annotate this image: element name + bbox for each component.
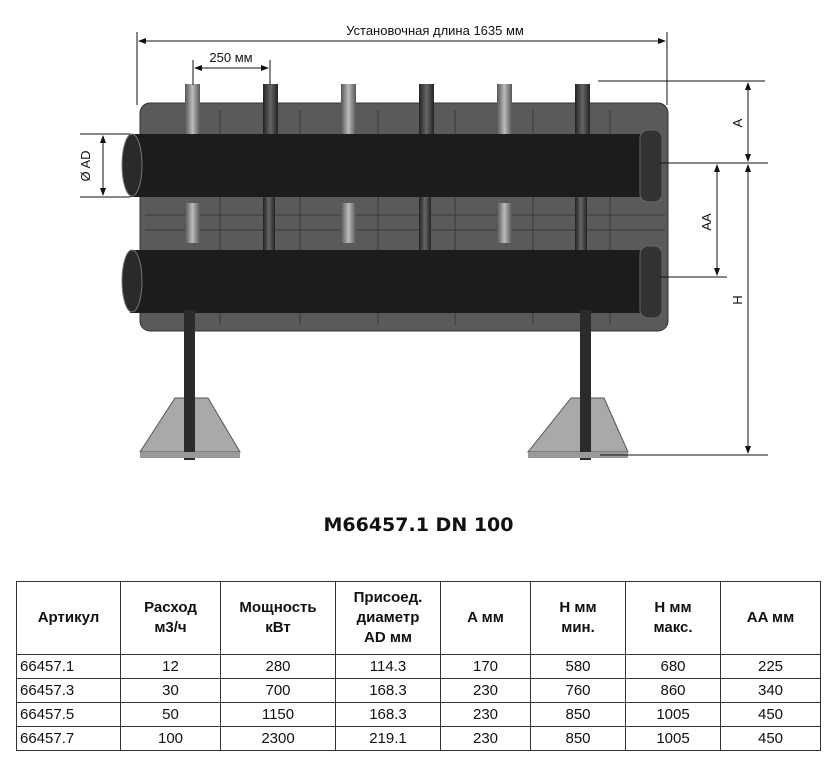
header-line: Присоед.	[353, 589, 423, 606]
table-cell: 230	[440, 702, 531, 727]
table-cell: 170	[440, 654, 531, 679]
table-cell: 230	[440, 678, 531, 703]
table-cell: 1150	[220, 702, 336, 727]
header-line: H мм	[654, 599, 692, 616]
table-cell: 114.3	[335, 654, 441, 679]
column-header: AA мм	[720, 581, 821, 655]
header-line: кВт	[265, 619, 291, 636]
header-line: Артикул	[37, 609, 100, 626]
diameter-label: Ø AD	[78, 150, 93, 181]
table-cell: 850	[530, 726, 626, 751]
table-cell: 1005	[625, 702, 721, 727]
table-cell: 860	[625, 678, 721, 703]
table-cell: 100	[120, 726, 221, 751]
spacing-label: 250 мм	[209, 50, 252, 65]
table-cell: 580	[530, 654, 626, 679]
table-cell: 30	[120, 678, 221, 703]
support-legs	[139, 310, 629, 460]
header-line: H мм	[559, 599, 597, 616]
column-header: Мощность кВт	[220, 581, 336, 655]
header-line: Мощность	[239, 599, 317, 616]
table-cell: 66457.5	[16, 702, 121, 727]
table-cell: 168.3	[335, 702, 441, 727]
header-line: мин.	[561, 619, 595, 636]
dimension-lines	[80, 32, 768, 456]
lower-pipe	[121, 245, 663, 319]
table-cell: 450	[720, 726, 821, 751]
table-cell: 66457.1	[16, 654, 121, 679]
table-cell: 50	[120, 702, 221, 727]
header-line: AD мм	[363, 629, 413, 646]
table-cell: 700	[220, 678, 336, 703]
manifold-drawing: Установочная длина 1635 мм 250 мм Ø AD A…	[78, 23, 768, 460]
header-line: м3/ч	[154, 619, 187, 636]
dim-aa-label: AA	[699, 213, 714, 231]
table-cell: 66457.3	[16, 678, 121, 703]
table-cell: 280	[220, 654, 336, 679]
header-line: AA мм	[746, 609, 795, 626]
table-cell: 340	[720, 678, 821, 703]
table-cell: 219.1	[335, 726, 441, 751]
table-cell: 450	[720, 702, 821, 727]
header-line: A мм	[467, 609, 504, 626]
header-line: диаметр	[356, 609, 420, 626]
dim-h-label: H	[730, 295, 745, 304]
spec-table: Артикул Расход м3/ч Мощность кВт Присоед. диам…	[16, 581, 821, 751]
table-cell: 225	[720, 654, 821, 679]
top-stubs	[185, 84, 590, 255]
table-cell: 168.3	[335, 678, 441, 703]
column-header: H мм мин.	[530, 581, 626, 655]
table-cell: 12	[120, 654, 221, 679]
table-cell: 230	[440, 726, 531, 751]
product-title: M66457.1 DN 100	[323, 514, 514, 536]
column-header: A мм	[440, 581, 531, 655]
table-cell: 66457.7	[16, 726, 121, 751]
table-cell: 850	[530, 702, 626, 727]
dim-a-label: A	[730, 118, 745, 127]
upper-pipe	[121, 129, 663, 203]
column-header: Артикул	[16, 581, 121, 655]
table-cell: 760	[530, 678, 626, 703]
column-header: H мм макс.	[625, 581, 721, 655]
header-line: макс.	[653, 619, 693, 636]
column-header: Присоед. диаметр AD мм	[335, 581, 441, 655]
column-header: Расход м3/ч	[120, 581, 221, 655]
header-line: Расход	[144, 599, 197, 616]
table-cell: 2300	[220, 726, 336, 751]
table-cell: 680	[625, 654, 721, 679]
install-length-label: Установочная длина 1635 мм	[346, 23, 524, 38]
table-cell: 1005	[625, 726, 721, 751]
